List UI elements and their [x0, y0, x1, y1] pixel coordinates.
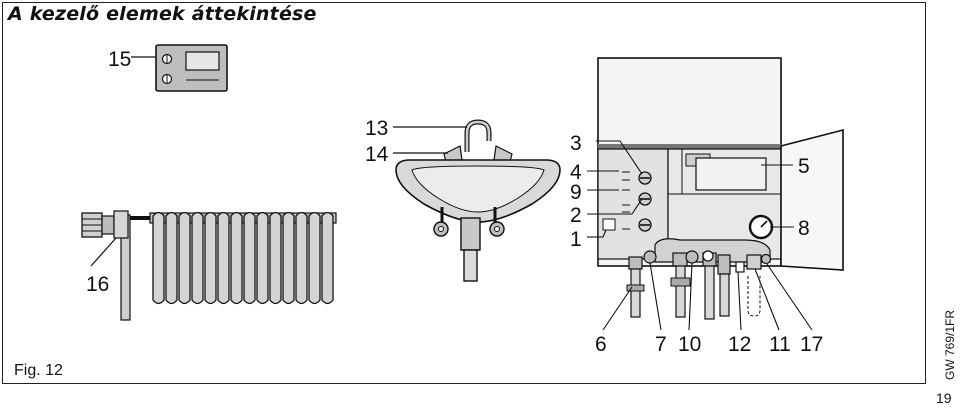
page-title: A kezelő elemek áttekintése — [8, 3, 317, 25]
boiler-icon — [597, 57, 844, 320]
callout-13: 13 — [365, 117, 388, 140]
callout-5: 5 — [798, 155, 810, 178]
callout-4: 4 — [570, 161, 582, 184]
callout-8: 8 — [798, 217, 810, 240]
callout-9: 9 — [570, 181, 582, 204]
callout-17: 17 — [800, 333, 823, 356]
callout-15: 15 — [108, 48, 131, 71]
callout-10: 10 — [678, 333, 701, 356]
radiator-valve-icon — [81, 210, 129, 239]
callout-1: 1 — [570, 228, 582, 251]
callout-2: 2 — [570, 204, 582, 227]
document-code-text: GW 769/1FR — [943, 309, 957, 380]
washbasin-icon — [395, 119, 561, 282]
callout-7: 7 — [655, 333, 667, 356]
callout-11: 11 — [769, 333, 791, 356]
callout-16: 16 — [86, 273, 109, 296]
callout-14: 14 — [365, 143, 389, 166]
callout-3: 3 — [570, 132, 582, 155]
room-thermostat-icon — [155, 44, 228, 92]
callout-12: 12 — [728, 333, 751, 356]
callout-6: 6 — [595, 333, 607, 356]
figure-label: Fig. 12 — [14, 362, 63, 379]
figure-frame — [2, 2, 926, 384]
page-number: 19 — [936, 390, 952, 406]
radiator-icon — [120, 211, 337, 321]
